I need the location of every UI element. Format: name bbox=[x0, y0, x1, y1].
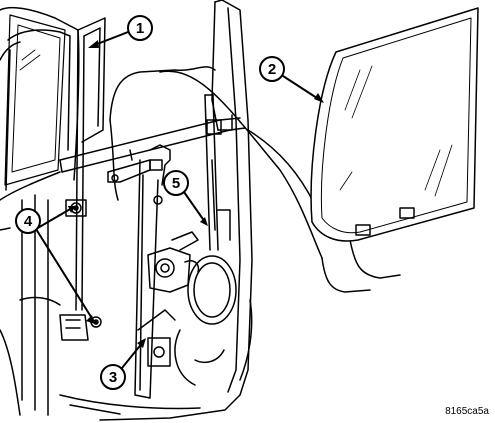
leader-lines bbox=[35, 31, 321, 369]
callout-3: 3 bbox=[100, 364, 126, 390]
callout-1-label: 1 bbox=[136, 20, 144, 37]
callout-4-label: 4 bbox=[24, 213, 33, 230]
callout-5: 5 bbox=[163, 170, 189, 196]
regulator-mounting-nuts bbox=[59, 199, 102, 341]
leader-arrowheads bbox=[68, 40, 324, 348]
regulator-guide-rails bbox=[204, 94, 233, 251]
figure-id: 8165ca5a bbox=[445, 406, 489, 417]
glass-travel-outline bbox=[109, 66, 401, 293]
callout-3-label: 3 bbox=[109, 369, 117, 386]
callout-4: 4 bbox=[15, 208, 41, 234]
callout-1: 1 bbox=[127, 15, 153, 41]
door-frame bbox=[0, 6, 80, 416]
callout-5-label: 5 bbox=[172, 175, 180, 192]
callout-2: 2 bbox=[259, 56, 285, 82]
window-regulator bbox=[107, 144, 200, 399]
callout-2-label: 2 bbox=[268, 61, 276, 78]
window-glass bbox=[310, 7, 479, 242]
glass-run-channel bbox=[75, 17, 106, 311]
